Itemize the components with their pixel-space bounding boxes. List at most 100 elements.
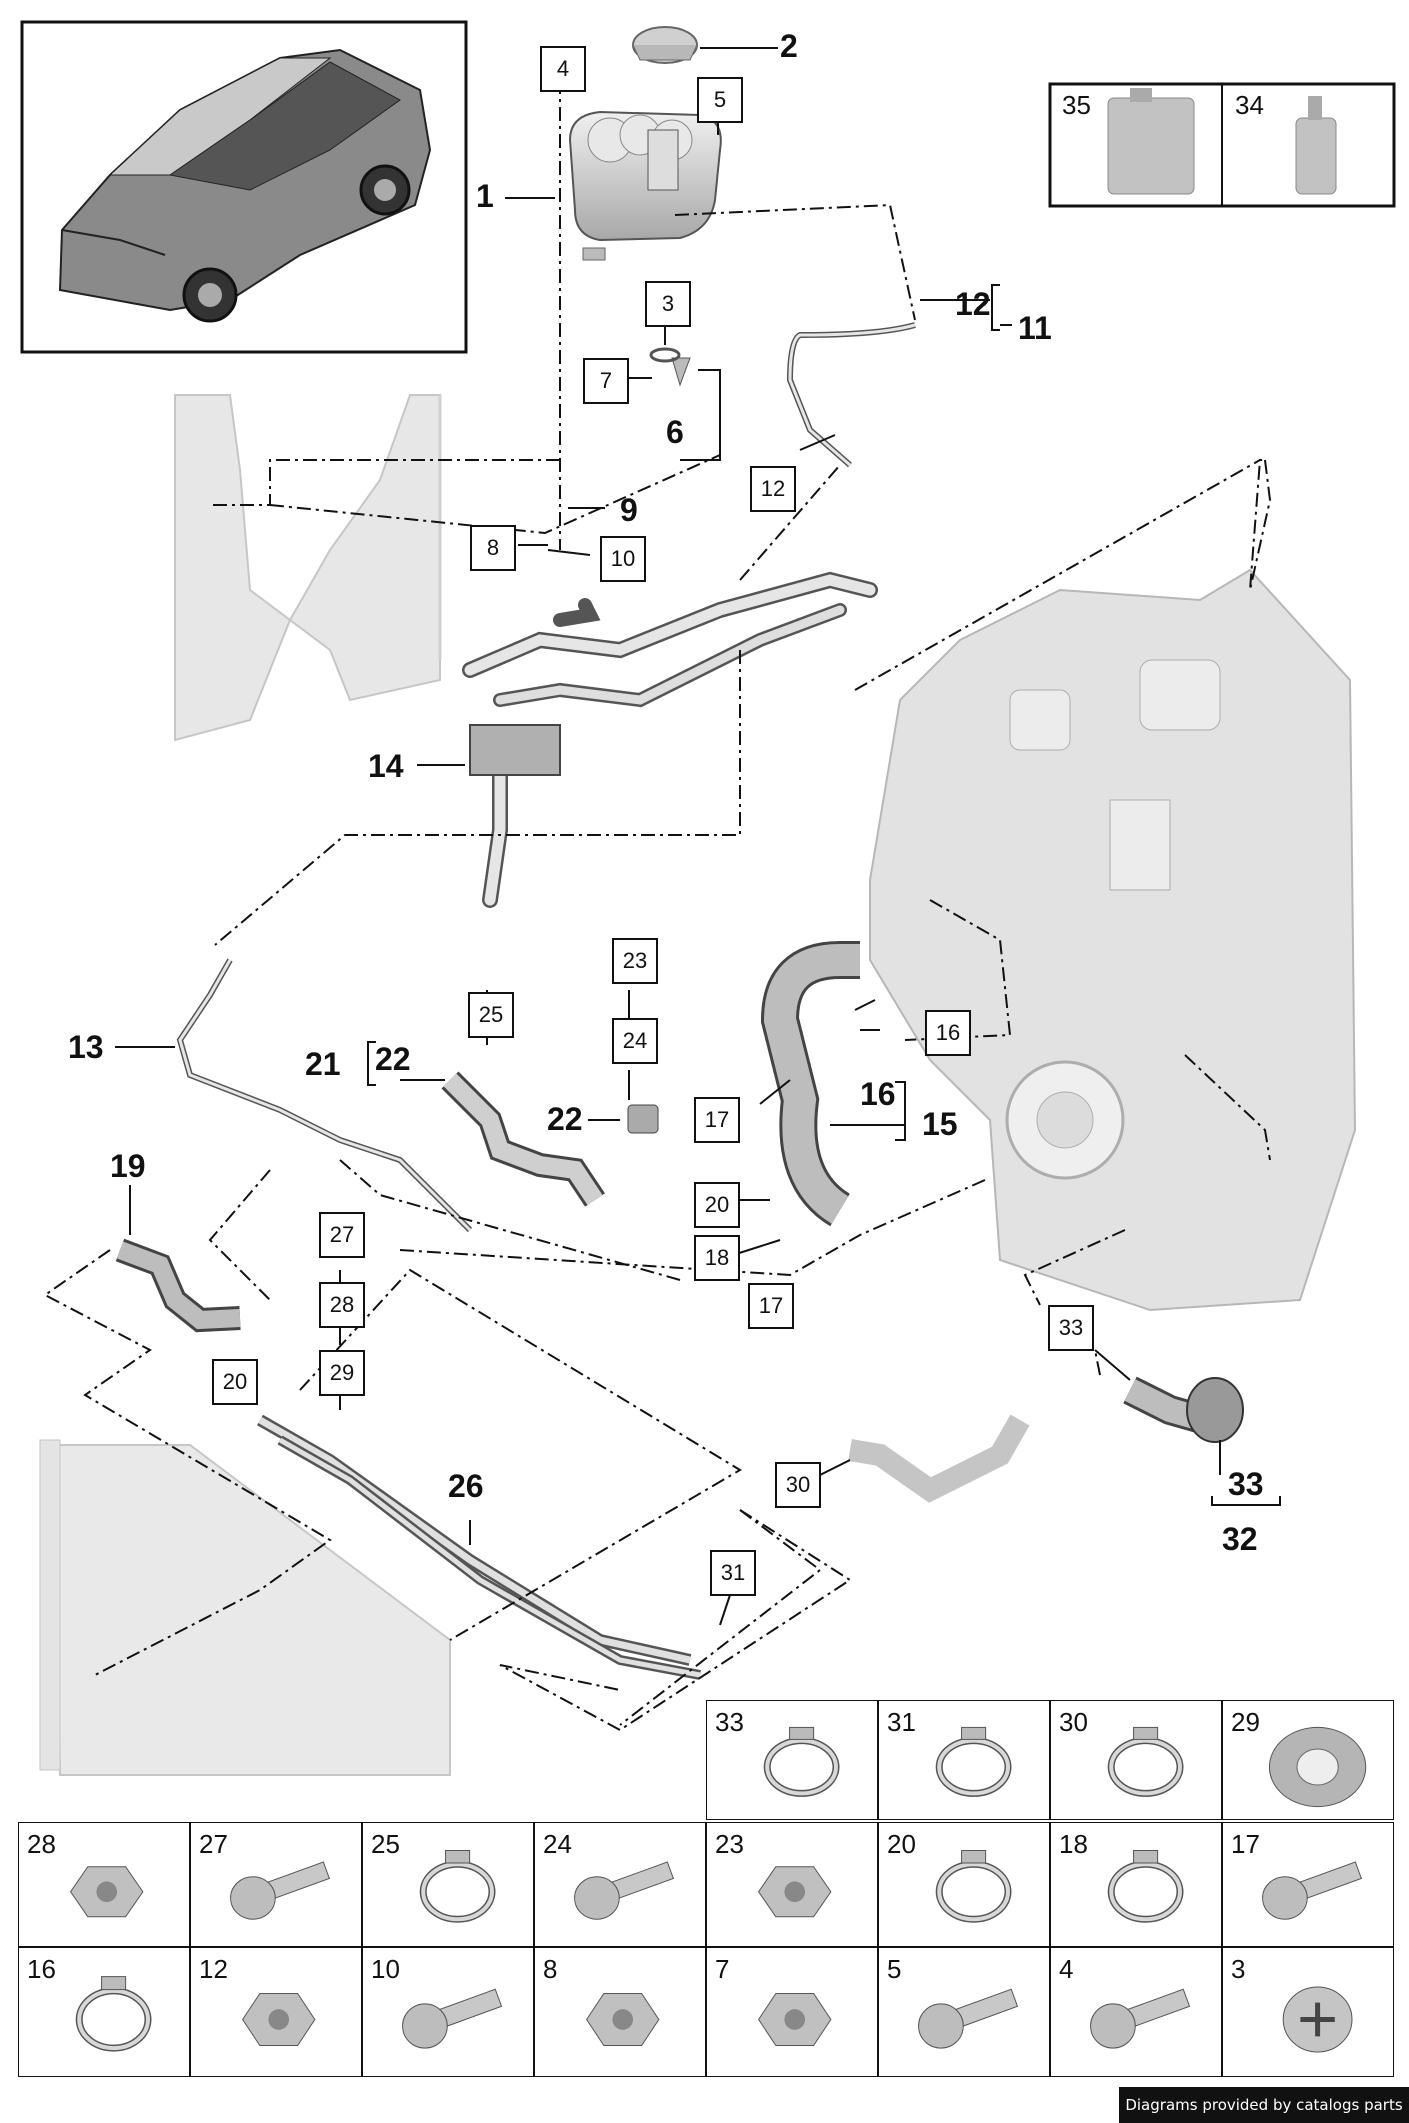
- hardware-cell-number: 20: [887, 1829, 916, 1859]
- box-20-lower[interactable]: 20: [212, 1359, 258, 1405]
- box-7[interactable]: 7: [583, 358, 629, 404]
- hardware-cell-28[interactable]: 28: [18, 1822, 190, 1947]
- box-30[interactable]: 30: [775, 1462, 821, 1508]
- hardware-cell-16[interactable]: 16: [18, 1947, 190, 2077]
- vent-line-icon: [176, 958, 473, 1233]
- callout-13: 13: [68, 1029, 104, 1065]
- callout-12: 12: [955, 286, 991, 322]
- hardware-cell-24[interactable]: 24: [534, 1822, 706, 1947]
- hardware-nut-icon: [69, 1866, 144, 1918]
- box-17-lower[interactable]: 17: [748, 1283, 794, 1329]
- hardware-cell-31[interactable]: 31: [878, 1700, 1050, 1820]
- hardware-cell-8[interactable]: 8: [534, 1947, 706, 2077]
- hardware-cell-number: 31: [887, 1707, 916, 1737]
- box-4[interactable]: 4: [540, 46, 586, 92]
- hardware-cell-30[interactable]: 30: [1050, 1700, 1222, 1820]
- hardware-clamp-icon: [1107, 1850, 1184, 1923]
- hardware-cell-number: 18: [1059, 1829, 1088, 1859]
- hardware-cell-number: 8: [543, 1954, 558, 1984]
- box-5[interactable]: 5: [697, 77, 743, 123]
- hardware-clamp-icon: [1107, 1726, 1184, 1797]
- box-24[interactable]: 24: [612, 1018, 658, 1064]
- box-28[interactable]: 28: [319, 1282, 365, 1328]
- callout-9: 9: [620, 492, 638, 528]
- box-17-upper[interactable]: 17: [694, 1097, 740, 1143]
- hardware-cell-20[interactable]: 20: [878, 1822, 1050, 1947]
- callout-14: 14: [368, 748, 404, 784]
- cap-icon: [632, 26, 698, 64]
- box-33[interactable]: 33: [1048, 1305, 1094, 1351]
- callout-leaders: [115, 47, 1281, 1626]
- hardware-bolt-icon: [402, 1988, 503, 2049]
- hardware-cell-4[interactable]: 4: [1050, 1947, 1222, 2077]
- hardware-cell-3[interactable]: 3: [1222, 1947, 1394, 2077]
- hardware-cell-number: 7: [715, 1954, 730, 1984]
- consumable-35-label: 35: [1062, 90, 1091, 120]
- hardware-cell-29[interactable]: 29: [1222, 1700, 1394, 1820]
- hardware-clamp-icon: [935, 1850, 1012, 1923]
- box-16[interactable]: 16: [925, 1010, 971, 1056]
- callout-2: 2: [780, 28, 798, 64]
- callout-22-upper: 22: [375, 1041, 411, 1077]
- consumable-34-label: 34: [1235, 90, 1264, 120]
- hardware-cell-number: 27: [199, 1829, 228, 1859]
- coolant-canister-icon: [1107, 88, 1195, 195]
- hardware-clamp-icon: [935, 1726, 1012, 1797]
- hardware-cell-17[interactable]: 17: [1222, 1822, 1394, 1947]
- box-27[interactable]: 27: [319, 1212, 365, 1258]
- box-18[interactable]: 18: [694, 1235, 740, 1281]
- hardware-nut-icon: [586, 1993, 660, 2046]
- hardware-cell-5[interactable]: 5: [878, 1947, 1050, 2077]
- hardware-bolt-icon: [574, 1861, 674, 1920]
- hardware-cell-25[interactable]: 25: [362, 1822, 534, 1947]
- hardware-bolt-icon: [1090, 1988, 1191, 2049]
- box-8[interactable]: 8: [470, 525, 516, 571]
- hardware-cell-number: 23: [715, 1829, 744, 1859]
- seal-icon: [649, 347, 681, 363]
- hardware-clamp-icon: [763, 1726, 840, 1797]
- hardware-grommet-icon: [1268, 1726, 1367, 1808]
- hardware-cell-18[interactable]: 18: [1050, 1822, 1222, 1947]
- callout-33: 33: [1228, 1466, 1264, 1502]
- engine-icon: [869, 568, 1357, 1312]
- valve-icon: [469, 724, 561, 776]
- hardware-cell-23[interactable]: 23: [706, 1822, 878, 1947]
- hose-22-icon: [441, 1071, 605, 1207]
- hardware-cell-27[interactable]: 27: [190, 1822, 362, 1947]
- box-20-upper[interactable]: 20: [694, 1182, 740, 1228]
- callout-1: 1: [476, 178, 494, 214]
- callout-11: 11: [1018, 310, 1052, 346]
- hardware-bolt-icon: [1262, 1861, 1362, 1920]
- box-31[interactable]: 31: [710, 1550, 756, 1596]
- hardware-nut-icon: [757, 1866, 832, 1918]
- hardware-cell-number: 25: [371, 1829, 400, 1859]
- callout-15: 15: [922, 1106, 958, 1142]
- radiator-icon: [39, 1439, 451, 1776]
- box-23[interactable]: 23: [612, 938, 658, 984]
- callout-21: 21: [305, 1046, 341, 1082]
- hardware-bolt-icon: [918, 1988, 1019, 2049]
- box-3[interactable]: 3: [645, 281, 691, 327]
- hardware-clamp-icon: [75, 1976, 152, 2052]
- hardware-cell-7[interactable]: 7: [706, 1947, 878, 2077]
- hardware-cell-33[interactable]: 33: [706, 1700, 878, 1820]
- hardware-cell-number: 29: [1231, 1707, 1260, 1737]
- box-10[interactable]: 10: [600, 536, 646, 582]
- callout-19: 19: [110, 1148, 146, 1184]
- body-panel-icon: [174, 394, 442, 742]
- hardware-cell-10[interactable]: 10: [362, 1947, 534, 2077]
- hardware-cell-12[interactable]: 12: [190, 1947, 362, 2077]
- hardware-cell-number: 12: [199, 1954, 228, 1984]
- sensor-icon: [671, 357, 691, 387]
- box-12[interactable]: 12: [750, 466, 796, 512]
- expansion-tank-icon: [568, 110, 722, 261]
- hardware-cell-number: 24: [543, 1829, 572, 1859]
- box-29[interactable]: 29: [319, 1350, 365, 1396]
- coolant-pipe-assembly-icon: [462, 571, 878, 908]
- hose-19-icon: [115, 1238, 241, 1333]
- box-25[interactable]: 25: [468, 992, 514, 1038]
- hardware-plug-icon: [1282, 1986, 1353, 2053]
- hardware-nut-icon: [758, 1993, 832, 2046]
